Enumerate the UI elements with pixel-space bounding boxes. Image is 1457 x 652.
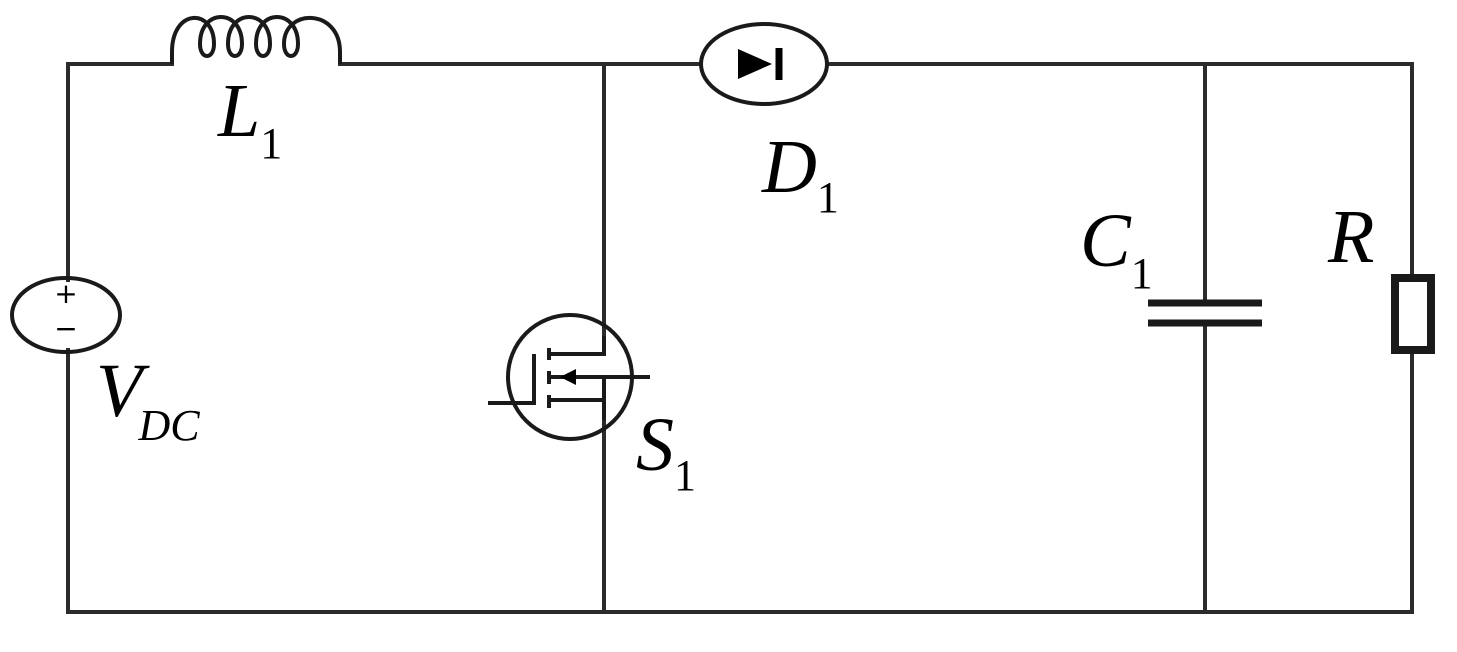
mosfet-arrow (560, 369, 576, 385)
label-r: R (1327, 195, 1374, 279)
label-d1: D1 (761, 125, 839, 222)
label-c1: C1 (1080, 199, 1153, 298)
inductor-l1 (170, 15, 342, 64)
voltage-source-vdc: + − (10, 276, 122, 354)
diode-body (699, 22, 829, 106)
label-l1: L1 (217, 69, 282, 168)
minus-sign: − (54, 312, 77, 345)
mosfet-s1 (488, 313, 650, 441)
mosfet-terminals (549, 336, 650, 420)
mosfet-gate (488, 354, 536, 405)
diode-triangle (738, 49, 772, 79)
resistor-body (1391, 274, 1435, 354)
capacitor-c1 (1148, 299, 1262, 327)
source-body (10, 276, 122, 354)
inductor-coil (170, 15, 342, 64)
plus-sign: + (54, 277, 77, 310)
diode-d1 (699, 22, 829, 106)
resistor-r (1391, 274, 1435, 354)
label-vdc: VDC (96, 349, 200, 450)
label-s1: S1 (636, 403, 696, 500)
wires (66, 62, 1414, 614)
